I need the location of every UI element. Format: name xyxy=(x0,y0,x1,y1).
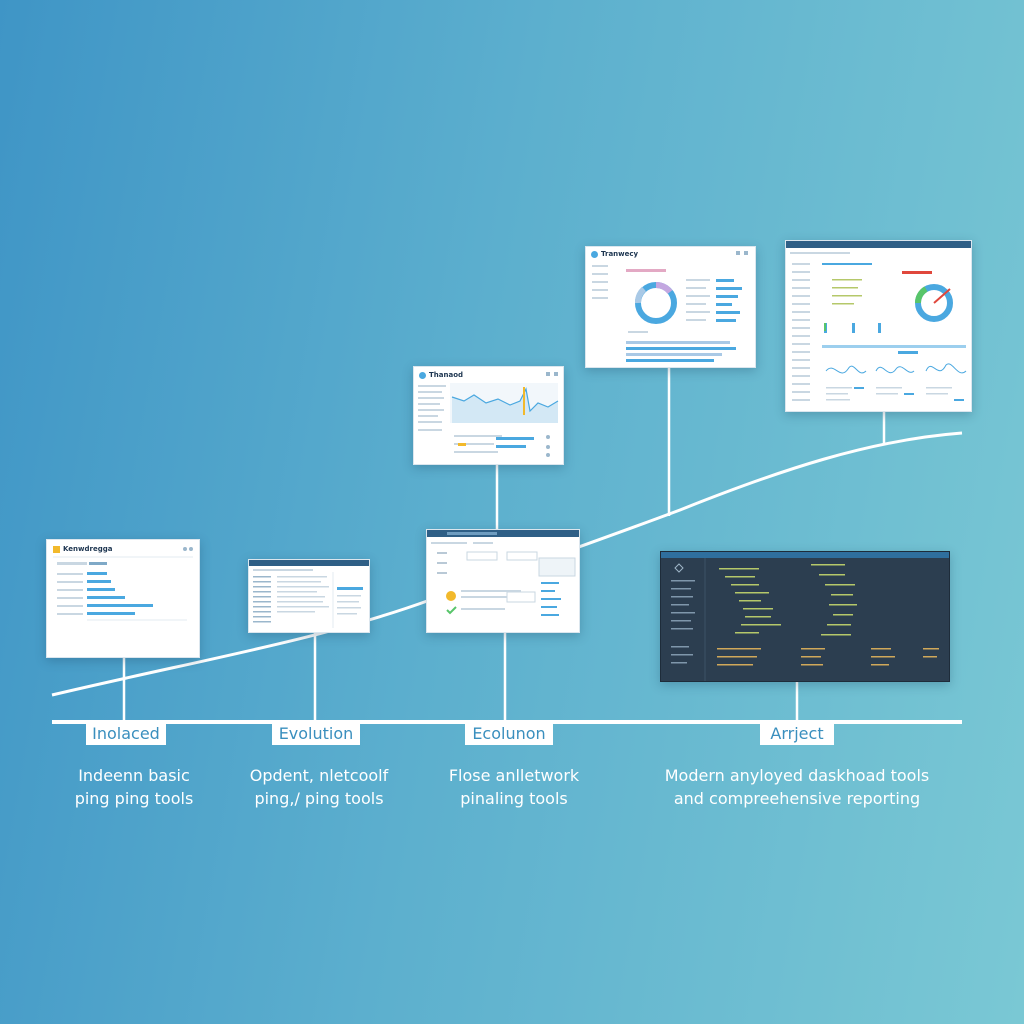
screenshot-gauge-dashboard xyxy=(785,240,972,412)
table-thumbnail xyxy=(249,560,369,628)
description-line: Flose anlletwork xyxy=(448,766,580,785)
screenshot-line-chart-tool: Thanaod xyxy=(413,366,564,465)
bar-chart-thumbnail xyxy=(53,547,193,621)
status-panel-thumbnail xyxy=(427,530,579,616)
app-logo-icon xyxy=(591,251,598,258)
description-line: Modern anyloyed daskhoad tools xyxy=(664,766,930,785)
description-line: Opdent, nletcoolf xyxy=(249,766,389,785)
stage-description-1: Indeenn basic ping ping tools xyxy=(54,764,214,810)
stage-description-2: Opdent, nletcoolf ping,/ ping tools xyxy=(234,764,404,810)
console-thumbnail xyxy=(661,552,949,681)
stage-description-4: Modern anyloyed daskhoad tools and compr… xyxy=(640,764,954,810)
gauge-dashboard-thumbnail xyxy=(786,241,971,401)
stage-label-2: Evolution xyxy=(272,723,360,745)
stage-label-1: Inolaced xyxy=(86,723,166,745)
stage-description-3: Flose anlletwork pinaling tools xyxy=(430,764,598,810)
description-line: and compreehensive reporting xyxy=(673,789,921,808)
screenshot-open-network-tool xyxy=(248,559,370,633)
screenshot-basic-ping-tool: Kenwdregga xyxy=(46,539,200,658)
stage-label-3: Ecolunon xyxy=(465,723,553,745)
window-title: Tranwecy xyxy=(601,250,639,258)
description-line: ping,/ ping tools xyxy=(254,789,384,808)
window-title: Thanaod xyxy=(429,371,464,379)
description-line: Indeenn basic xyxy=(78,766,190,785)
description-line: ping ping tools xyxy=(74,789,194,808)
window-title: Kenwdregga xyxy=(63,545,113,553)
stage-label-4: Arrject xyxy=(760,723,834,745)
app-logo-icon xyxy=(419,372,426,379)
description-line: pinaling tools xyxy=(460,789,568,808)
line-chart-thumbnail xyxy=(418,372,559,457)
app-logo-icon xyxy=(53,546,60,553)
screenshot-modern-dashboard-console xyxy=(660,551,950,682)
screenshot-network-monitoring-tool xyxy=(426,529,580,633)
screenshot-donut-dashboard: Tranwecy xyxy=(585,246,756,368)
donut-chart-thumbnail xyxy=(592,251,748,362)
